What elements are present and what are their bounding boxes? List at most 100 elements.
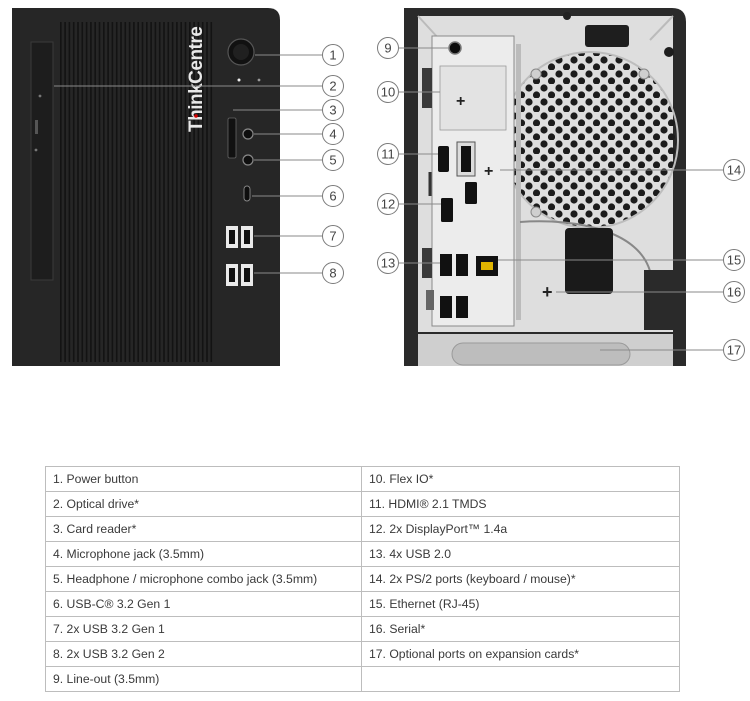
vent-slot <box>120 22 122 362</box>
displayport-b <box>465 182 477 204</box>
front-vent-slots <box>60 22 213 362</box>
callout-number-6: 6 <box>329 189 336 204</box>
callout-badge-12 <box>377 193 399 215</box>
callout-badge-11 <box>377 143 399 165</box>
table-cell: 3. Card reader* <box>45 516 362 542</box>
callout-badge-1 <box>322 44 344 66</box>
callout-number-13: 13 <box>381 256 395 271</box>
callout-badge-7 <box>322 225 344 247</box>
microphone-jack <box>242 128 254 140</box>
callout-badge-14 <box>723 159 745 181</box>
callout-number-7: 7 <box>329 229 336 244</box>
table-cell: 12. 2x DisplayPort™ 1.4a <box>361 516 680 542</box>
vent-slot <box>193 22 195 362</box>
callout-badge-4 <box>322 123 344 145</box>
vent-slot <box>197 22 200 362</box>
combo-audio-jack <box>242 154 254 166</box>
displayport-a <box>441 198 453 222</box>
callout-number-2: 2 <box>329 79 336 94</box>
vent-slot <box>137 22 139 362</box>
table-cell: 13. 4x USB 2.0 <box>361 541 680 567</box>
hdmi-port <box>438 146 449 172</box>
table-cell: 9. Line-out (3.5mm) <box>45 666 362 692</box>
serial-port-cover <box>565 228 613 294</box>
vent-slot <box>141 22 144 362</box>
vent-slot <box>81 22 84 362</box>
callout-number-4: 4 <box>329 127 336 142</box>
usb-c-port <box>243 185 251 202</box>
vent-slot <box>98 22 101 362</box>
usb-2-port-a <box>440 254 452 276</box>
table-cell: 4. Microphone jack (3.5mm) <box>45 541 362 567</box>
vent-slot <box>154 22 157 362</box>
table-row: 9. Line-out (3.5mm) <box>45 666 680 692</box>
vent-slot <box>111 22 114 362</box>
table-cell: 6. USB-C® 3.2 Gen 1 <box>45 591 362 617</box>
line-out-jack <box>448 41 462 55</box>
callout-number-3: 3 <box>329 103 336 118</box>
callout-number-8: 8 <box>329 266 336 281</box>
callout-leaders <box>54 47 723 351</box>
vent-slot <box>184 22 187 362</box>
callout-badge-10 <box>377 81 399 103</box>
table-row: 4. Microphone jack (3.5mm)13. 4x USB 2.0 <box>45 541 680 567</box>
table-cell: 15. Ethernet (RJ-45) <box>361 591 680 617</box>
flex-io-cover <box>439 65 507 131</box>
optical-drive-bay <box>30 41 54 281</box>
vent-slot <box>124 22 127 362</box>
vent-slot <box>133 22 135 362</box>
table-cell: 10. Flex IO* <box>361 466 680 492</box>
vent-slot <box>77 22 79 362</box>
rear-view: + + + <box>404 8 686 366</box>
vent-slot <box>94 22 96 362</box>
vent-slot <box>115 22 118 362</box>
table-cell: 2. Optical drive* <box>45 491 362 517</box>
vent-slot <box>64 22 66 362</box>
pc-port-diagram: ThinkCentre <box>12 8 745 366</box>
callout-badge-17 <box>723 339 745 361</box>
table-row: 3. Card reader*12. 2x DisplayPort™ 1.4a <box>45 516 680 542</box>
table-row: 5. Headphone / microphone combo jack (3.… <box>45 566 680 592</box>
callout-number-1: 1 <box>329 48 336 63</box>
vent-slot <box>146 22 148 362</box>
vent-slot <box>103 22 105 362</box>
table-row: 2. Optical drive*11. HDMI® 2.1 TMDS <box>45 491 680 517</box>
vent-slot <box>210 22 213 362</box>
svg-text:+: + <box>456 93 465 110</box>
callout-number-14: 14 <box>727 163 741 178</box>
expansion-card-slot-17 <box>451 342 631 366</box>
callout-badge-5 <box>322 149 344 171</box>
callout-badge-6 <box>322 185 344 207</box>
callout-badge-13 <box>377 252 399 274</box>
front-view: ThinkCentre <box>12 8 280 366</box>
callout-badge-16 <box>723 281 745 303</box>
table-cell: 8. 2x USB 3.2 Gen 2 <box>45 641 362 667</box>
usb-2-port-c <box>440 296 452 318</box>
table-cell: 17. Optional ports on expansion cards* <box>361 641 680 667</box>
usb-2-port-d <box>456 296 468 318</box>
callout-badge-3 <box>322 99 344 121</box>
vent-slot <box>158 22 161 362</box>
vent-slot <box>163 22 165 362</box>
svg-text:+: + <box>542 282 553 302</box>
vent-slot <box>171 22 174 362</box>
vent-slot <box>150 22 152 362</box>
callout-number-16: 16 <box>727 285 741 300</box>
table-cell <box>361 666 680 692</box>
callout-number-9: 9 <box>384 41 391 56</box>
vent-slot <box>68 22 71 362</box>
usb-2-port-b <box>456 254 468 276</box>
callout-number-12: 12 <box>381 197 395 212</box>
callout-number-11: 11 <box>381 147 395 162</box>
vent-slot <box>107 22 109 362</box>
vent-slot <box>85 22 88 362</box>
callout-number-10: 10 <box>381 85 395 100</box>
callout-number-5: 5 <box>329 153 336 168</box>
vent-slot <box>206 22 208 362</box>
vent-slot <box>72 22 75 362</box>
